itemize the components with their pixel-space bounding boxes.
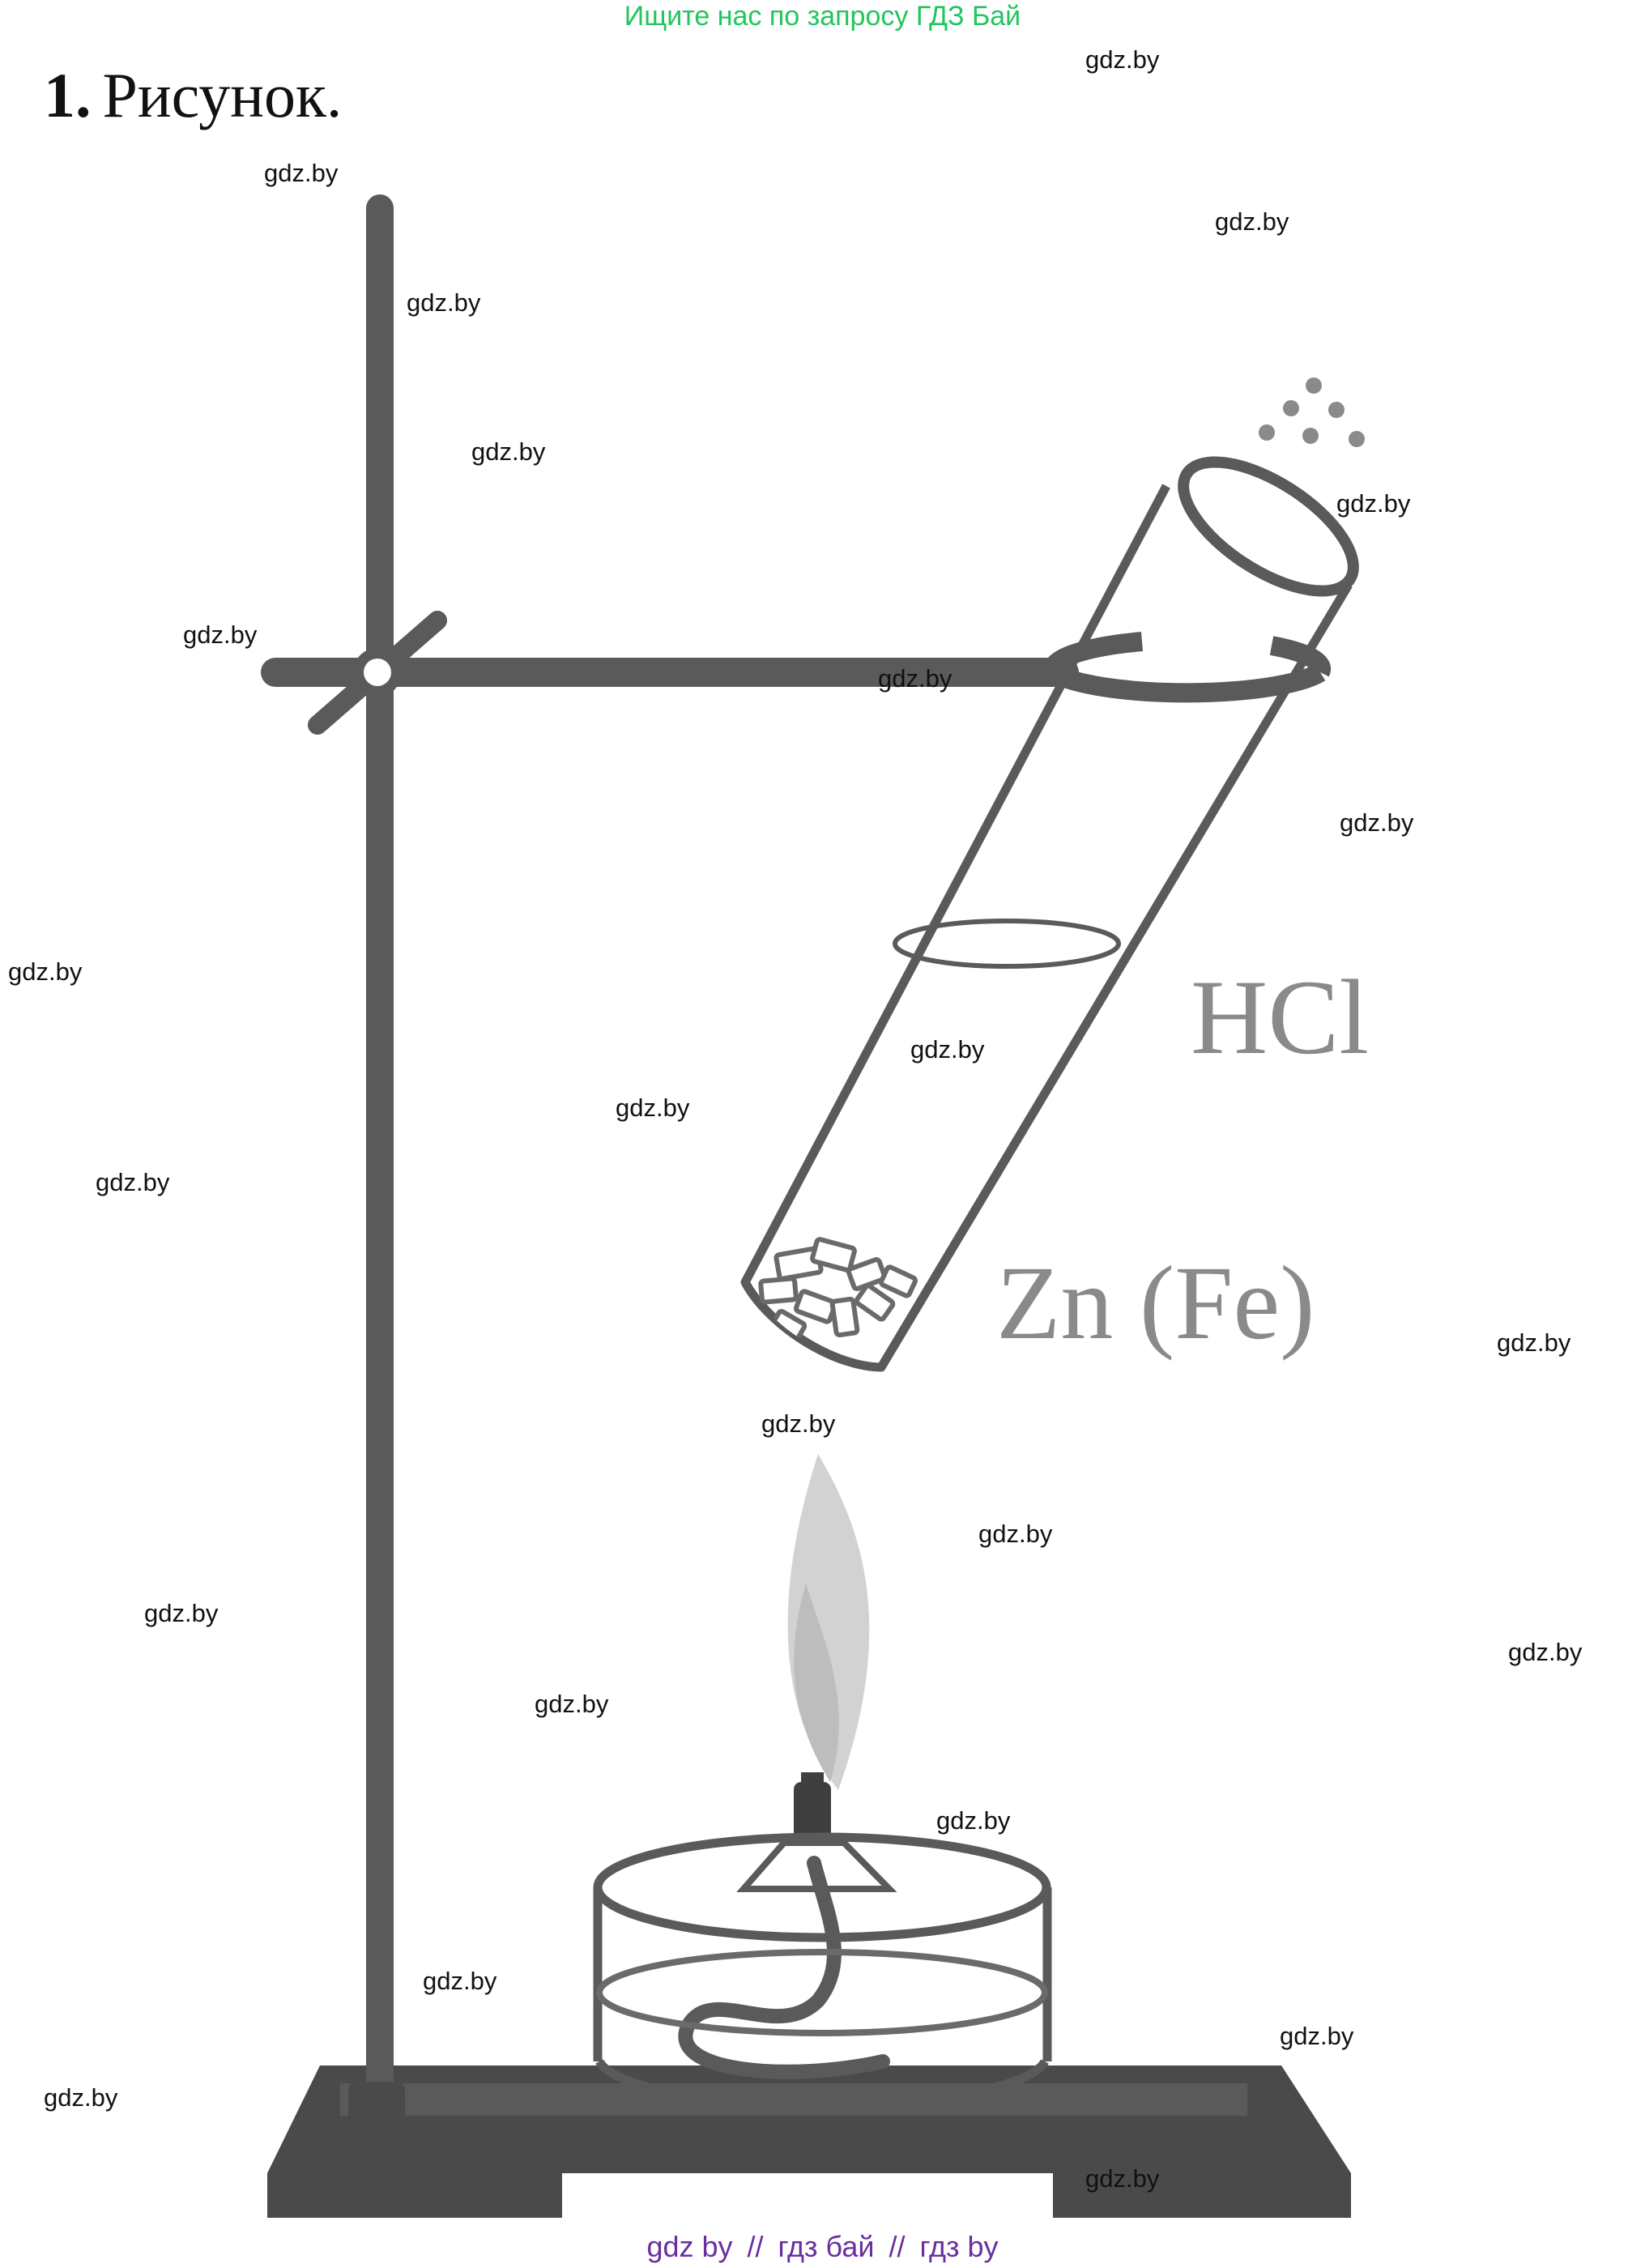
exercise-heading: 1.Рисунок. [44,55,342,136]
footer-links: gdz by // гдз бай // гдз by [0,2229,1645,2265]
watermark: gdz.by [8,957,83,986]
watermark: gdz.by [1497,1328,1571,1357]
watermark: gdz.by [471,437,546,466]
watermark: gdz.by [183,620,258,649]
watermark: gdz.by [978,1520,1053,1548]
footer-separator: // [747,2230,764,2263]
footer-link-gdz-bay[interactable]: гдз бай [778,2230,875,2263]
watermark: gdz.by [878,664,952,693]
watermark: gdz.by [761,1409,836,1438]
watermark: gdz.by [1215,207,1289,236]
watermark: gdz.by [144,1599,219,1627]
watermark: gdz.by [44,2083,118,2112]
watermark: gdz.by [1508,1638,1583,1666]
exercise-title: Рисунок. [102,60,343,130]
watermark: gdz.by [1336,489,1411,518]
watermark: gdz.by [423,1967,497,1995]
metal-granules [758,1237,918,1343]
label-metal: Zn (Fe) [996,1245,1315,1362]
footer-link-gdz-by-alt[interactable]: гдз by [919,2230,999,2263]
watermark: gdz.by [264,159,339,187]
watermark: gdz.by [936,1806,1011,1835]
stand-rod [348,194,405,2132]
test-tube [740,456,1359,1372]
footer-link-gdz-by[interactable]: gdz by [646,2230,733,2263]
watermark: gdz.by [616,1094,690,1122]
watermark: gdz.by [1280,2022,1354,2050]
gas-bubbles [1259,377,1365,447]
watermark: gdz.by [1085,45,1160,74]
footer-separator: // [889,2230,906,2263]
flame [787,1454,870,1790]
tube-clamp-ring [1042,632,1331,703]
exercise-number: 1. [44,60,92,130]
watermark: gdz.by [910,1035,985,1064]
watermark: gdz.by [1085,2164,1160,2193]
watermark: gdz.by [1340,808,1414,837]
watermark: gdz.by [407,288,481,317]
watermark: gdz.by [96,1168,170,1196]
label-acid: HCl [1191,957,1369,1076]
stand-base [267,2066,1351,2218]
watermark: gdz.by [535,1690,609,1718]
spirit-lamp [593,1772,1052,2111]
search-hint-banner: Ищите нас по запросу ГДЗ Бай [624,1,1021,32]
holder-arm [261,611,1079,735]
